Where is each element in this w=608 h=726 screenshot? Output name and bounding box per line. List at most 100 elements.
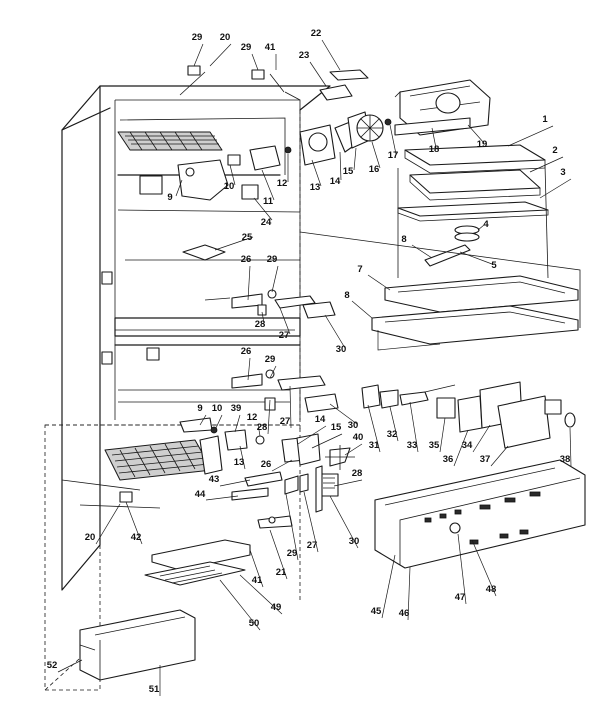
part-number-label: 28: [257, 422, 268, 433]
leader-line: [205, 495, 239, 501]
leader-line: [324, 314, 346, 349]
leader-line: [353, 147, 357, 171]
leader-line: [247, 265, 251, 301]
leader-line: [389, 406, 399, 442]
part-number-label: 10: [212, 403, 223, 414]
leader-line: [467, 124, 485, 144]
leader-line: [214, 236, 254, 251]
part-number-label: 12: [277, 178, 288, 189]
leader-line: [529, 156, 564, 173]
part-number-label: 35: [429, 440, 440, 451]
part-number-label: 22: [311, 28, 322, 39]
part-number-label: 29: [265, 354, 276, 365]
part-number-label: 7: [357, 264, 362, 275]
part-number-label: 12: [247, 412, 258, 423]
leader-line: [269, 529, 288, 580]
part-number-label: 49: [271, 602, 282, 613]
leader-line: [95, 503, 121, 545]
leader-line: [411, 244, 433, 259]
drain-pan-and-grille: [144, 539, 251, 586]
leader-line: [219, 579, 261, 631]
mid-cabinet-parts: [182, 244, 336, 319]
part-number-label: 34: [462, 440, 473, 451]
leader-line: [251, 53, 259, 71]
leader-line: [125, 501, 143, 545]
part-number-label: 13: [310, 182, 321, 193]
part-number-label: 14: [315, 414, 326, 425]
part-number-label: 36: [443, 454, 454, 465]
refrigerator-cabinet: [44, 85, 331, 691]
ice-maker-assembly: [394, 79, 491, 136]
leader-line: [269, 365, 277, 379]
part-number-label: 48: [486, 584, 497, 595]
leader-line: [507, 125, 554, 147]
part-number-label: 11: [263, 196, 274, 207]
leader-line: [453, 429, 469, 467]
lower-evaporator: [61, 435, 223, 509]
part-number-label: 46: [399, 608, 410, 619]
leader-line: [257, 423, 261, 437]
leader-line: [267, 399, 271, 435]
part-number-label: 3: [560, 167, 565, 178]
leader-line: [285, 493, 299, 561]
part-number-label: 27: [307, 540, 318, 551]
part-number-label: 37: [480, 454, 491, 465]
leader-line: [57, 659, 83, 673]
leader-line: [321, 39, 341, 71]
part-number-label: 8: [401, 234, 406, 245]
leader-line: [239, 574, 283, 615]
part-number-label: 28: [352, 468, 363, 479]
leader-line: [477, 224, 485, 231]
leader-line: [271, 265, 279, 293]
part-number-label: 9: [167, 192, 172, 203]
kick-plate: [79, 609, 196, 681]
part-number-label: 24: [261, 217, 272, 228]
part-number-label: 43: [209, 474, 220, 485]
leader-line: [271, 459, 293, 472]
leader-line: [381, 554, 396, 619]
leader-line: [569, 427, 572, 467]
part-number-label: 15: [331, 422, 342, 433]
part-number-label: 33: [407, 440, 418, 451]
part-number-label: 41: [265, 42, 276, 53]
leader-line: [389, 124, 397, 155]
lower-cabinet-parts: [179, 369, 355, 529]
part-number-label: 26: [241, 346, 252, 357]
part-number-label: 26: [261, 459, 272, 470]
leader-line: [329, 495, 359, 549]
leader-line: [253, 197, 273, 221]
part-number-label: 15: [343, 166, 354, 177]
part-number-label: 52: [47, 660, 58, 671]
part-number-label: 44: [195, 489, 206, 500]
part-number-label: 13: [234, 457, 245, 468]
leader-line: [239, 445, 246, 470]
leader-line: [371, 141, 381, 169]
part-number-label: 16: [369, 164, 380, 175]
top-small-parts: [179, 65, 369, 101]
leader-line: [247, 357, 251, 381]
part-number-label: 4: [483, 219, 489, 230]
part-number-label: 5: [491, 260, 497, 271]
control-module-parts: [361, 381, 576, 449]
part-number-label: 39: [231, 403, 242, 414]
part-number-label: 21: [276, 567, 287, 578]
leader-line: [472, 424, 491, 453]
leader-line: [471, 539, 497, 597]
leader-line: [351, 300, 373, 319]
part-number-label: 29: [267, 254, 278, 265]
part-number-label: 30: [336, 344, 347, 355]
leader-line: [249, 549, 264, 588]
control-panel: [374, 459, 586, 569]
part-number-label: 31: [369, 440, 380, 451]
part-number-label: 38: [560, 454, 571, 465]
part-number-label: 41: [252, 575, 263, 586]
part-number-label: 27: [280, 416, 291, 427]
part-number-label: 25: [242, 232, 253, 243]
part-number-label: 29: [241, 42, 252, 53]
leader-line: [261, 311, 265, 324]
part-number-label: 10: [224, 181, 235, 192]
part-number-label: 20: [220, 32, 231, 43]
part-number-label: 50: [249, 618, 260, 629]
shelf-stack: [397, 144, 549, 279]
part-number-label: 45: [371, 606, 382, 617]
